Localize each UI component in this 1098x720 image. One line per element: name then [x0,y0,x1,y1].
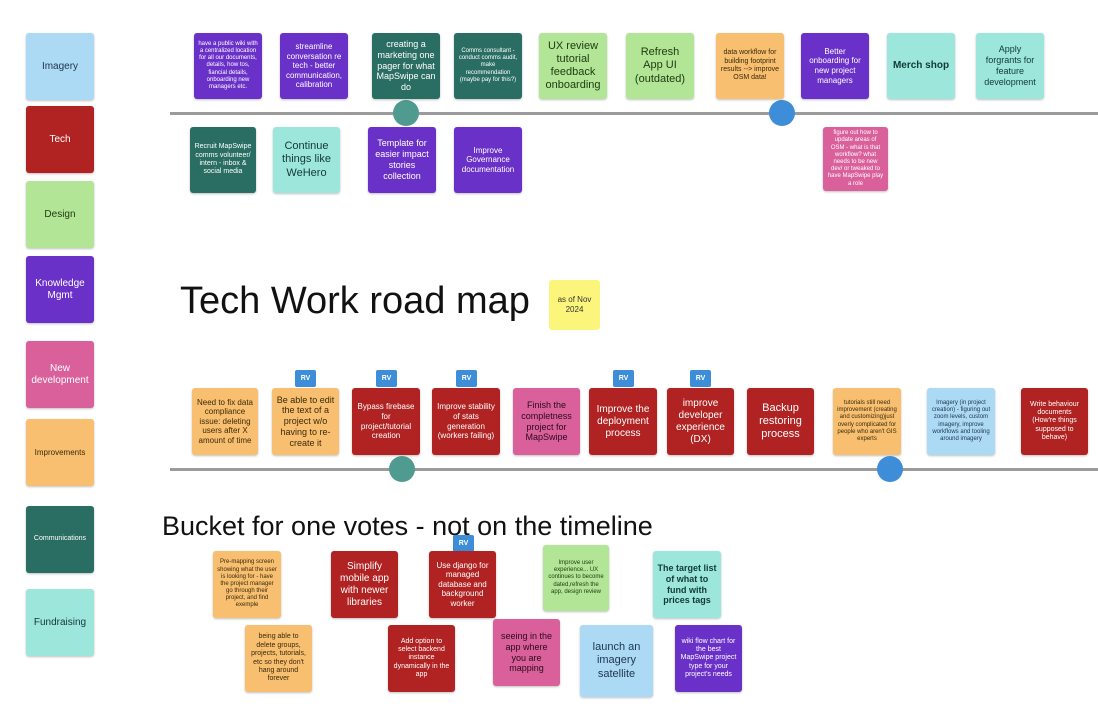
sticky-note[interactable]: Recruit MapSwipe comms volunteer/ intern… [190,127,256,193]
sticky-note[interactable]: tutorials still need improvement (creati… [833,388,901,455]
legend-knowledge-mgmt[interactable]: Knowledge Mgmt [26,256,94,323]
sticky-note[interactable]: UX review tutorial feedback onboarding [539,33,607,99]
top-timeline [170,112,1098,115]
sticky-note[interactable]: data workflow for building footprint res… [716,33,784,99]
sticky-note[interactable]: Imagery (in project creation) - figuring… [927,388,995,455]
sticky-note[interactable]: Template for easier impact stories colle… [368,127,436,193]
rv-badge[interactable]: RV [456,370,477,387]
legend-improvements[interactable]: Improvements [26,419,94,486]
sticky-note[interactable]: Write behaviour documents (How're things… [1021,388,1088,455]
sticky-note[interactable]: Improve stability of stats generation (w… [432,388,500,455]
sticky-note[interactable]: Simplify mobile app with newer libraries [331,551,398,618]
sticky-note[interactable]: Bypass firebase for project/tutorial cre… [352,388,420,455]
sticky-note[interactable]: Merch shop [887,33,955,99]
sticky-note[interactable]: wiki flow chart for the best MapSwipe pr… [675,625,742,692]
sticky-note[interactable]: The target list of what to fund with pri… [653,551,721,618]
sticky-note[interactable]: Be able to edit the text of a project w/… [272,388,339,455]
legend-tech[interactable]: Tech [26,106,94,173]
milestone-dot-teal[interactable] [393,100,419,126]
sticky-note[interactable]: figure out how to update areas of OSM - … [823,127,888,191]
milestone-dot-blue[interactable] [769,100,795,126]
sticky-note[interactable]: Continue things like WeHero [273,127,340,193]
sticky-note[interactable]: streamline conversation re tech - better… [280,33,348,99]
rv-badge[interactable]: RV [453,535,474,552]
sticky-note[interactable]: Improve the deployment process [589,388,657,455]
sticky-note[interactable]: Finish the completness project for MapSw… [513,388,580,455]
sticky-note[interactable]: improve developer experience (DX) [667,388,734,455]
sticky-note[interactable]: Use django for managed database and back… [429,551,496,618]
sticky-note[interactable]: have a public wiki with a centralized lo… [194,33,262,99]
sticky-note[interactable]: Comms consultant - conduct comms audit, … [454,33,522,99]
milestone-dot-teal[interactable] [389,456,415,482]
rv-badge[interactable]: RV [613,370,634,387]
sticky-note[interactable]: being able to delete groups, projects, t… [245,625,312,692]
sticky-note[interactable]: Improve Governance documentation [454,127,522,193]
sticky-note[interactable]: seeing in the app where you are mapping [493,619,560,686]
sticky-note[interactable]: Apply forgrants for feature development [976,33,1044,99]
legend-imagery[interactable]: Imagery [26,33,94,100]
page-title: Tech Work road map [180,280,530,322]
sticky-note[interactable]: Better onboarding for new project manage… [801,33,869,99]
sticky-note[interactable]: Need to fix data compliance issue: delet… [192,388,258,455]
rv-badge[interactable]: RV [376,370,397,387]
date-note[interactable]: as of Nov 2024 [549,280,600,330]
sticky-note[interactable]: Add option to select backend instance dy… [388,625,455,692]
rv-badge[interactable]: RV [295,370,316,387]
sticky-note[interactable]: Improve user experience... UX continues … [543,545,609,611]
sticky-note[interactable]: launch an imagery satellite [580,625,653,697]
sticky-note[interactable]: creating a marketing one pager for what … [372,33,440,99]
bucket-title: Bucket for one votes - not on the timeli… [162,511,653,541]
legend-fundraising[interactable]: Fundraising [26,589,94,656]
sticky-note[interactable]: Refresh App UI (outdated) [626,33,694,99]
legend-design[interactable]: Design [26,181,94,248]
sticky-note[interactable]: Backup restoring process [747,388,814,455]
milestone-dot-blue[interactable] [877,456,903,482]
roadmap-timeline [170,468,1098,471]
rv-badge[interactable]: RV [690,370,711,387]
legend-new-development[interactable]: New development [26,341,94,408]
legend-communications[interactable]: Communications [26,506,94,573]
sticky-note[interactable]: Pre-mapping screen showing what the user… [213,551,281,618]
